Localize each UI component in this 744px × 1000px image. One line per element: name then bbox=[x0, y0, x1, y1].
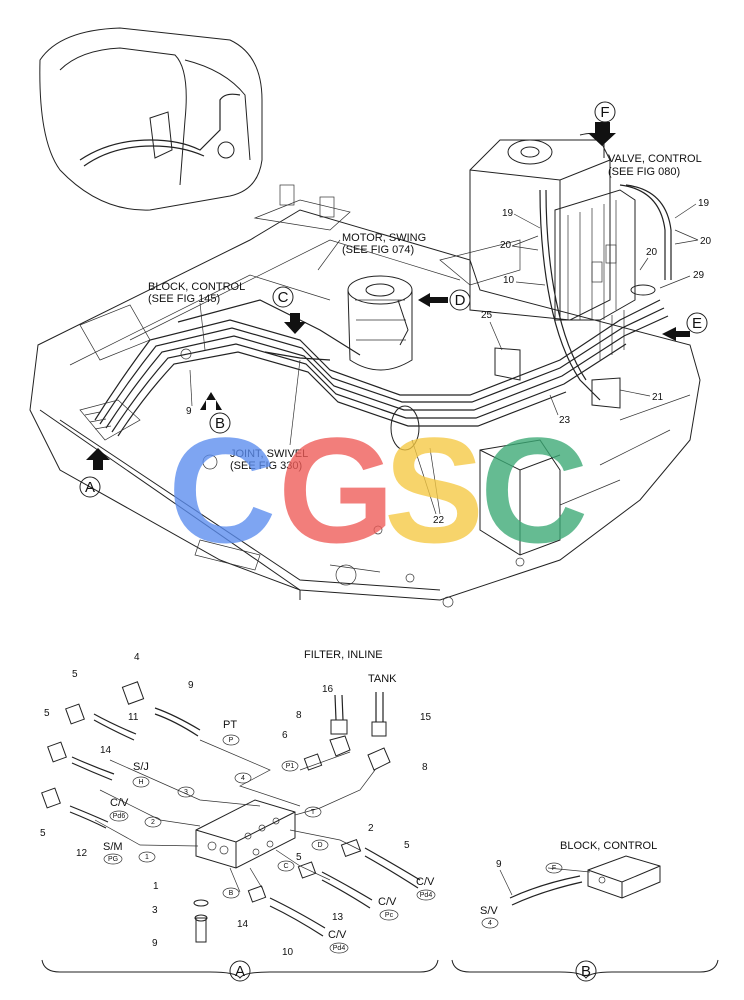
view-label-a: A bbox=[85, 479, 95, 496]
callout-1: 1 bbox=[153, 881, 159, 892]
cv-label-3: C/V bbox=[378, 896, 397, 908]
cv-label-4: C/V bbox=[328, 929, 347, 941]
filter-inline-label: FILTER, INLINE bbox=[304, 649, 383, 661]
port-3: 3 bbox=[184, 789, 188, 796]
callout-4-a: 4 bbox=[134, 652, 140, 663]
block-control-b-label: BLOCK, CONTROL bbox=[560, 840, 657, 852]
hose-bundle bbox=[79, 184, 672, 556]
callout-9-b: 9 bbox=[496, 859, 502, 870]
port-2: 2 bbox=[151, 819, 155, 826]
watermark: C G S C bbox=[168, 406, 588, 574]
sm-label: S/M bbox=[103, 841, 123, 853]
watermark-letter-c2: C bbox=[480, 406, 588, 574]
callouts-top: 19 19 20 20 20 29 10 25 9 21 23 22 bbox=[186, 198, 712, 526]
watermark-letter-s: S bbox=[384, 406, 484, 574]
callout-19-right: 19 bbox=[698, 198, 710, 209]
port-b: B bbox=[229, 890, 234, 897]
valve-control-label: VALVE, CONTROL bbox=[608, 153, 702, 165]
port-pd4-b: Pd4 bbox=[333, 945, 346, 952]
watermark-letter-c1: C bbox=[168, 406, 276, 574]
view-label-e: E bbox=[692, 315, 702, 332]
callout-5-e: 5 bbox=[296, 852, 302, 863]
port-c: C bbox=[283, 863, 288, 870]
view-label-b: B bbox=[215, 415, 225, 432]
detail-a: FILTER, INLINE TANK PT S/J C/V S/M C/V C… bbox=[40, 649, 439, 982]
block-control-ref: (SEE FIG 145) bbox=[148, 293, 220, 305]
pt-label: PT bbox=[223, 719, 237, 731]
view-label-c: C bbox=[278, 289, 289, 306]
callout-5-d: 2 bbox=[368, 823, 374, 834]
callout-29: 29 bbox=[693, 270, 705, 281]
sj-label: S/J bbox=[133, 761, 149, 773]
main-frame bbox=[29, 184, 701, 608]
callout-21: 21 bbox=[652, 392, 664, 403]
block-control-label: BLOCK, CONTROL bbox=[148, 281, 245, 293]
detail-b: BLOCK, CONTROL F 9 S/V 4 B bbox=[451, 840, 719, 982]
callout-8-a: 8 bbox=[296, 710, 302, 721]
port-pd6: Pd6 bbox=[113, 813, 126, 820]
cab-thumbnail bbox=[39, 27, 263, 211]
callout-3: 3 bbox=[152, 905, 158, 916]
callout-9-a: 9 bbox=[188, 680, 194, 691]
callout-8-b: 8 bbox=[422, 762, 428, 773]
cv-label-2: C/V bbox=[416, 876, 435, 888]
callout-20-right: 20 bbox=[700, 236, 712, 247]
port-1: 1 bbox=[145, 854, 149, 861]
view-arrows bbox=[86, 122, 690, 470]
callout-15: 15 bbox=[420, 712, 432, 723]
view-markers-top: F D C E B A bbox=[79, 101, 708, 498]
port-h: H bbox=[138, 779, 143, 786]
callout-2: 9 bbox=[152, 938, 158, 949]
detail-label-b: B bbox=[581, 963, 591, 980]
valve-control-ref: (SEE FIG 080) bbox=[608, 166, 680, 178]
view-label-d: D bbox=[455, 292, 466, 309]
callout-14-a: 14 bbox=[100, 745, 112, 756]
callout-10-a: 13 bbox=[332, 912, 344, 923]
callout-13: 5 bbox=[404, 840, 410, 851]
callout-16: 16 bbox=[322, 684, 334, 695]
port-pc: Pc bbox=[385, 912, 394, 919]
callout-12-a: 12 bbox=[76, 848, 88, 859]
callout-20-mid: 20 bbox=[646, 247, 658, 258]
callout-11-a: 11 bbox=[128, 712, 139, 723]
callout-25: 25 bbox=[481, 310, 493, 321]
swing-motor bbox=[347, 275, 413, 371]
top-labels: VALVE, CONTROL (SEE FIG 080) MOTOR, SWIN… bbox=[148, 153, 702, 472]
callout-19-left: 19 bbox=[502, 208, 514, 219]
callout-23: 23 bbox=[559, 415, 571, 426]
port-d: D bbox=[317, 842, 322, 849]
tank-label: TANK bbox=[368, 673, 397, 685]
port-t: T bbox=[311, 809, 316, 816]
port-p: P bbox=[229, 737, 234, 744]
callout-9: 9 bbox=[186, 406, 192, 417]
motor-swing-label: MOTOR, SWING bbox=[342, 232, 426, 244]
detail-label-a: A bbox=[235, 963, 245, 980]
port-p1: P1 bbox=[286, 763, 295, 770]
callout-10: 10 bbox=[503, 275, 515, 286]
view-label-f: F bbox=[600, 104, 609, 121]
callout-5-f: 14 bbox=[237, 919, 249, 930]
joint-swivel-ref: (SEE FIG 330) bbox=[230, 460, 302, 472]
port-4-b: 4 bbox=[488, 920, 492, 927]
sv-label: S/V bbox=[480, 905, 498, 917]
joint-swivel-label: JOINT, SWIVEL bbox=[230, 448, 308, 460]
watermark-letter-g: G bbox=[278, 406, 395, 574]
callout-5-b: 5 bbox=[44, 708, 50, 719]
callout-5-c: 5 bbox=[40, 828, 46, 839]
port-pd4-a: Pd4 bbox=[420, 892, 433, 899]
motor-swing-ref: (SEE FIG 074) bbox=[342, 244, 414, 256]
callout-5-a: 5 bbox=[72, 669, 78, 680]
port-f: F bbox=[552, 865, 556, 872]
port-pg: PG bbox=[108, 856, 118, 863]
callout-22: 22 bbox=[433, 515, 445, 526]
cv-label-1: C/V bbox=[110, 797, 129, 809]
callout-6: 6 bbox=[282, 730, 288, 741]
port-4: 4 bbox=[241, 775, 245, 782]
callout-14-b: 10 bbox=[282, 947, 294, 958]
callout-20-left: 20 bbox=[500, 240, 512, 251]
